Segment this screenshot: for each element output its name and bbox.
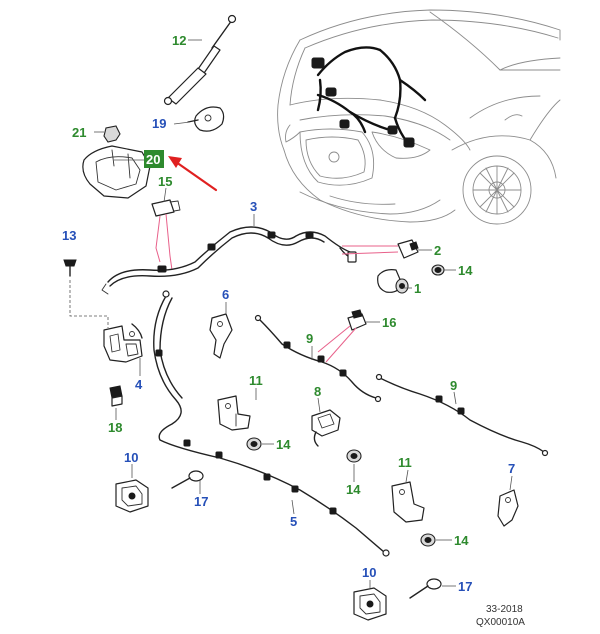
- callout-17-upper: 17: [194, 494, 208, 509]
- part-4-latch-bracket: [103, 323, 143, 363]
- callout-14-lower: 14: [454, 533, 469, 548]
- part-14-grommet-mid-left: [246, 437, 262, 451]
- callout-14-center: 14: [346, 482, 361, 497]
- reference-year: 33-2018: [486, 604, 523, 615]
- callout-4: 4: [135, 377, 143, 392]
- part-17-bolt-upper: [171, 470, 204, 489]
- part-8-latch: [311, 409, 341, 447]
- callout-9-upper: 9: [306, 331, 313, 346]
- reference-id: QX00010A: [476, 617, 525, 628]
- part-20-cover: [82, 145, 151, 199]
- part-7-bracket: [497, 489, 519, 527]
- callout-10-upper: 10: [124, 450, 138, 465]
- callout-14-mid: 14: [276, 437, 291, 452]
- callout-9-lower: 9: [450, 378, 457, 393]
- part-14-grommet-top: [431, 264, 445, 276]
- part-16-clip: [317, 309, 367, 363]
- callout-14-top: 14: [458, 263, 473, 278]
- leader-lines: [94, 39, 513, 588]
- part-9-cable-lower: [375, 373, 549, 457]
- callout-15: 15: [158, 174, 172, 189]
- part-14-grommet-center: [346, 449, 362, 463]
- callout-labels: 12 19 21 20 15 3 2 14 1 13 6 16 9 4 11 8…: [62, 33, 515, 594]
- part-17-bolt-lower: [409, 578, 442, 599]
- part-1-actuator: [377, 269, 409, 294]
- part-21-clip: [103, 125, 121, 143]
- part-13-fastener: [63, 259, 109, 328]
- callout-19: 19: [152, 116, 166, 131]
- callout-5: 5: [290, 514, 297, 529]
- callout-13: 13: [62, 228, 76, 243]
- callout-12: 12: [172, 33, 186, 48]
- callout-8: 8: [314, 384, 321, 399]
- callout-10-lower: 10: [362, 565, 376, 580]
- part-15-connector: [151, 199, 181, 271]
- part-10-latch-upper: [115, 479, 149, 513]
- callout-17-lower: 17: [458, 579, 472, 594]
- part-14-grommet-lower: [420, 533, 436, 547]
- callout-21: 21: [72, 125, 86, 140]
- callout-16: 16: [382, 315, 396, 330]
- callout-1: 1: [414, 281, 421, 296]
- callout-20: 20: [146, 152, 160, 167]
- callout-7: 7: [508, 461, 515, 476]
- reference-code: 33-2018 QX00010A: [476, 604, 525, 628]
- part-18-plug: [109, 385, 123, 407]
- part-11-bracket-upper: [217, 395, 251, 431]
- part-10-latch-lower: [353, 587, 387, 621]
- part-11-bracket-lower: [391, 481, 425, 523]
- part-12-gas-strut: [163, 14, 237, 106]
- callout-11-lower: 11: [398, 455, 412, 470]
- part-9-cable-upper: [254, 314, 382, 403]
- part-6-bracket: [209, 313, 233, 359]
- callout-20-badge: 20: [144, 150, 164, 168]
- part-2-connector: [341, 239, 419, 259]
- part-19-bracket: [187, 106, 225, 132]
- engine-bay-harness: [311, 46, 427, 148]
- callout-11-upper: 11: [249, 373, 263, 388]
- callout-2: 2: [434, 243, 441, 258]
- vehicle-front-illustration: [277, 9, 561, 225]
- pointer-arrow: [168, 156, 218, 192]
- callout-3: 3: [250, 199, 257, 214]
- part-3-cable: [101, 226, 357, 295]
- callout-18: 18: [108, 420, 122, 435]
- callout-6: 6: [222, 287, 229, 302]
- part-5-cable: [153, 290, 390, 557]
